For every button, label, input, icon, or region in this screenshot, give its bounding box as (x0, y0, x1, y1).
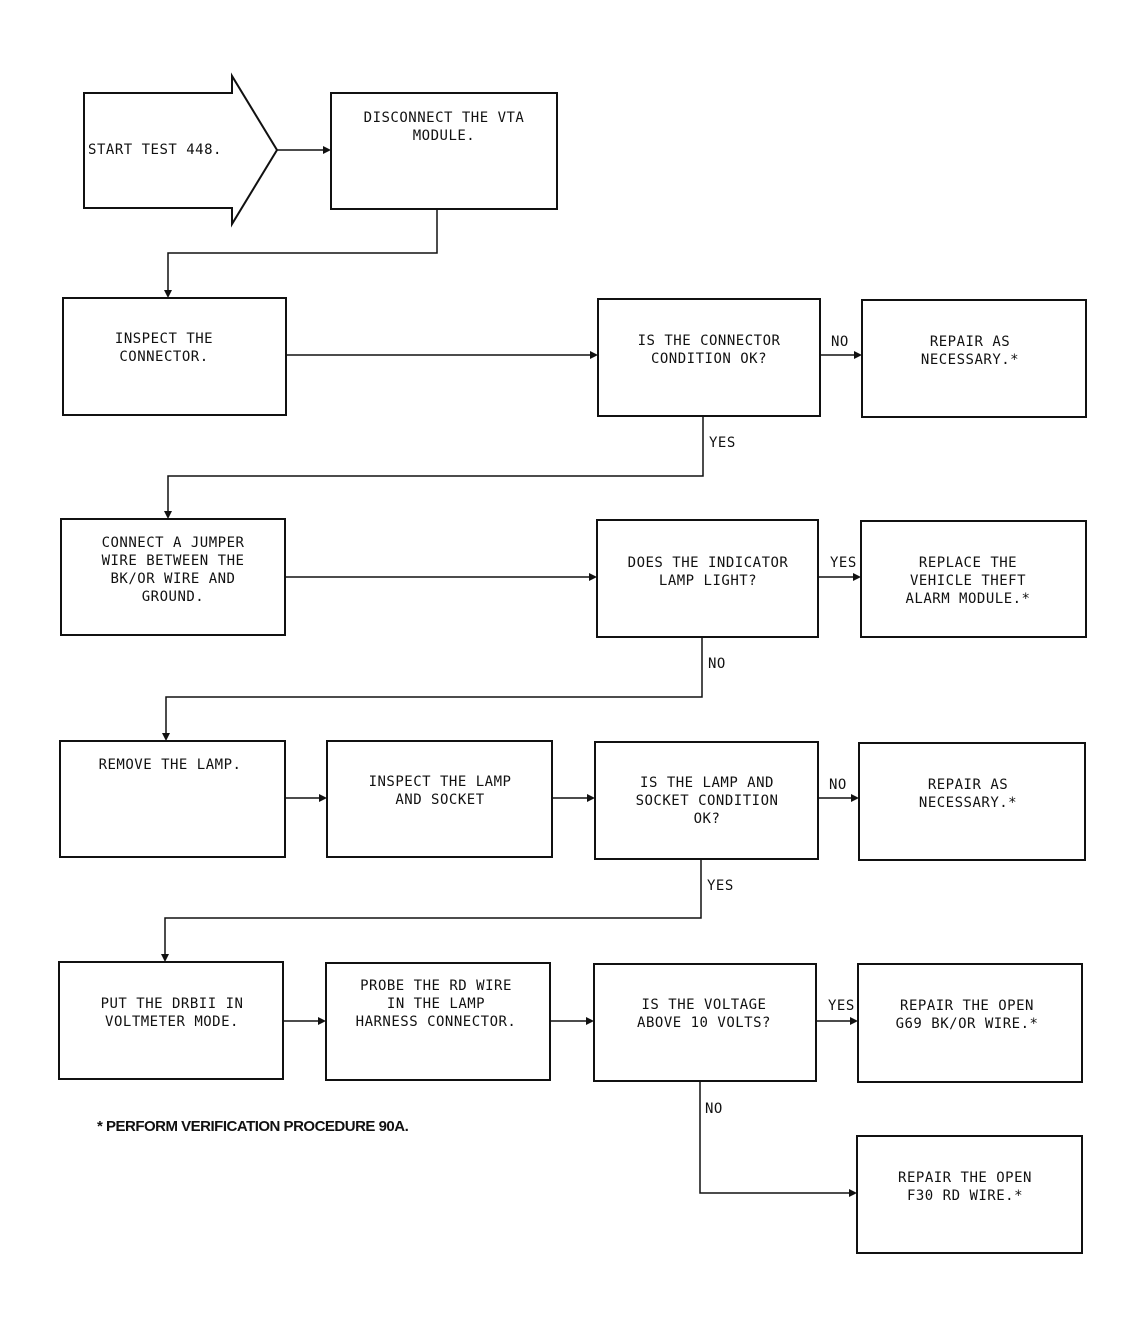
label-qvoltage-no: NO (705, 1101, 723, 1117)
node-disconnect: DISCONNECT THE VTA MODULE. (364, 110, 525, 144)
edge-disconnect-inspect (167, 209, 438, 293)
box-drbii (58, 961, 284, 1080)
node-inspect-lamp: INSPECT THE LAMP AND SOCKET (369, 774, 512, 808)
box-q-connector (597, 298, 821, 417)
node-text-line: MODULE. (413, 128, 476, 144)
box-inspect-connector (62, 297, 287, 416)
edge-qsocket-yes (164, 859, 702, 957)
label-qconnector-no: NO (831, 334, 849, 350)
box-replace-module (860, 520, 1087, 638)
node-text-line: AND SOCKET (395, 792, 484, 808)
box-inspect-lamp (326, 740, 553, 858)
node-text-line: DOES THE INDICATOR (628, 555, 789, 571)
node-q-lamp-socket: IS THE LAMP AND SOCKET CONDITION OK? (636, 775, 779, 827)
node-text-line: OK? (694, 811, 721, 827)
node-text-line: IS THE LAMP AND (640, 775, 774, 791)
node-q-connector: IS THE CONNECTOR CONDITION OK? (638, 333, 781, 367)
node-repair2: REPAIR AS NECESSARY.* (919, 777, 1017, 811)
node-inspect-connector: INSPECT THE CONNECTOR. (115, 331, 213, 365)
node-text-line: G69 BK/OR WIRE.* (896, 1016, 1039, 1032)
node-text-line: ABOVE 10 VOLTS? (637, 1015, 771, 1031)
node-text-line: IS THE CONNECTOR (638, 333, 781, 349)
node-text-line: START TEST 448. (88, 142, 222, 158)
node-start: START TEST 448. (88, 142, 222, 158)
start-arrow-shape (83, 72, 279, 228)
box-repair-g69 (857, 963, 1083, 1083)
node-text-line: PROBE THE RD WIRE (360, 978, 512, 994)
node-text-line: VEHICLE THEFT (910, 573, 1026, 589)
node-text-line: PUT THE DRBII IN (101, 996, 244, 1012)
node-text-line: BK/OR WIRE AND (110, 571, 235, 587)
label-qlamplight-no: NO (708, 656, 726, 672)
box-q-lamp-light (596, 519, 819, 638)
node-text-line: NECESSARY.* (919, 795, 1017, 811)
node-q-voltage: IS THE VOLTAGE ABOVE 10 VOLTS? (637, 997, 771, 1031)
footnote: * PERFORM VERIFICATION PROCEDURE 90A. (97, 1118, 409, 1135)
node-repair1: REPAIR AS NECESSARY.* (921, 334, 1019, 368)
label-qvoltage-yes: YES (828, 998, 855, 1014)
node-jumper: CONNECT A JUMPER WIRE BETWEEN THE BK/OR WI… (102, 535, 245, 605)
node-remove-lamp: REMOVE THE LAMP. (99, 757, 242, 773)
label-qconnector-yes: YES (709, 435, 736, 451)
node-text-line: SOCKET CONDITION (636, 793, 779, 809)
node-text-line: NECESSARY.* (921, 352, 1019, 368)
node-text-line: INSPECT THE (115, 331, 213, 347)
box-q-lamp-socket (594, 741, 819, 860)
node-text-line: REPAIR THE OPEN (898, 1170, 1032, 1186)
edge-qconnector-yes (167, 416, 704, 514)
node-drbii: PUT THE DRBII IN VOLTMETER MODE. (101, 996, 244, 1030)
node-text-line: LAMP LIGHT? (659, 573, 757, 589)
node-text-line: IN THE LAMP (387, 996, 485, 1012)
node-text-line: REPLACE THE (919, 555, 1017, 571)
node-repair-f30: REPAIR THE OPEN F30 RD WIRE.* (898, 1170, 1032, 1204)
node-text-line: CONNECTOR. (119, 349, 208, 365)
node-text-line: REMOVE THE LAMP. (99, 757, 242, 773)
edge-qvoltage-no (699, 1081, 853, 1194)
node-text-line: CONNECT A JUMPER (102, 535, 245, 551)
label-qsocket-yes: YES (707, 878, 734, 894)
node-q-lamp-light: DOES THE INDICATOR LAMP LIGHT? (628, 555, 789, 589)
node-text-line: HARNESS CONNECTOR. (356, 1014, 517, 1030)
node-text-line: REPAIR AS (930, 334, 1010, 350)
node-text-line: F30 RD WIRE.* (907, 1188, 1023, 1204)
label-qlamplight-yes: YES (830, 555, 857, 571)
connectors (161, 146, 862, 1197)
label-qsocket-no: NO (829, 777, 847, 793)
box-remove-lamp (59, 740, 286, 858)
box-disconnect (330, 92, 558, 210)
node-text-line: REPAIR AS (928, 777, 1008, 793)
node-text-line: ALARM MODULE.* (905, 591, 1030, 607)
node-text-line: VOLTMETER MODE. (105, 1014, 239, 1030)
node-replace-module: REPLACE THE VEHICLE THEFT ALARM MODULE.* (905, 555, 1030, 607)
node-text-line: REPAIR THE OPEN (900, 998, 1034, 1014)
box-probe (325, 962, 551, 1081)
node-probe: PROBE THE RD WIRE IN THE LAMP HARNESS CONN… (356, 978, 517, 1030)
box-q-voltage (593, 963, 817, 1082)
node-text-line: CONDITION OK? (651, 351, 767, 367)
box-repair1 (861, 299, 1087, 418)
box-repair2 (858, 742, 1086, 861)
box-repair-f30 (856, 1135, 1083, 1254)
node-text-line: IS THE VOLTAGE (641, 997, 766, 1013)
node-text-line: WIRE BETWEEN THE (102, 553, 245, 569)
node-text-line: DISCONNECT THE VTA (364, 110, 525, 126)
edge-qlamplight-no (165, 637, 703, 736)
node-repair-g69: REPAIR THE OPEN G69 BK/OR WIRE.* (896, 998, 1039, 1032)
node-text-line: GROUND. (142, 589, 205, 605)
node-text-line: INSPECT THE LAMP (369, 774, 512, 790)
box-jumper (60, 518, 286, 636)
